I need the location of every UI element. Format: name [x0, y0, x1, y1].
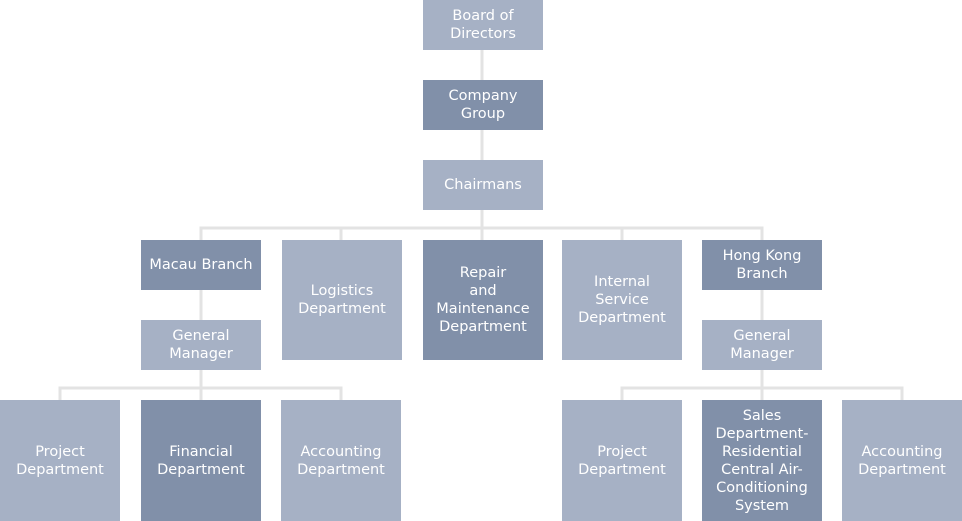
hong-kong-general-manager-box: General Manager [702, 320, 822, 370]
internal-service-department-box: Internal Service Department [562, 240, 682, 360]
company-group-box: Company Group [423, 80, 543, 130]
macau-general-manager-box: General Manager [141, 320, 261, 370]
board-of-directors-box: Board of Directors [423, 0, 543, 50]
repair-maintenance-department-box: Repair and Maintenance Department [423, 240, 543, 360]
hk-sales-department-box: Sales Department- Residential Central Ai… [702, 400, 822, 521]
macau-accounting-department-box: Accounting Department [281, 400, 401, 521]
macau-financial-department-box: Financial Department [141, 400, 261, 521]
hk-accounting-department-box: Accounting Department [842, 400, 962, 521]
chairmans-box: Chairmans [423, 160, 543, 210]
logistics-department-box: Logistics Department [282, 240, 402, 360]
hk-project-department-box: Project Department [562, 400, 682, 521]
macau-project-department-box: Project Department [0, 400, 120, 521]
hong-kong-branch-box: Hong Kong Branch [702, 240, 822, 290]
macau-branch-box: Macau Branch [141, 240, 261, 290]
